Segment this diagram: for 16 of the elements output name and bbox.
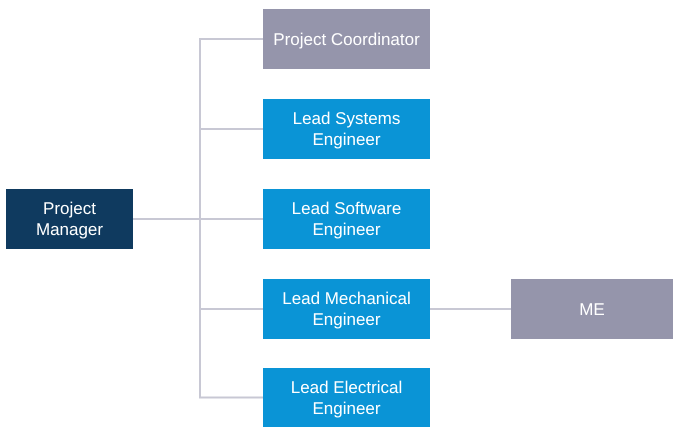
- role-title: Lead Electrical Engineer: [290, 376, 404, 418]
- role-box: [263, 9, 430, 69]
- role-box: [263, 368, 430, 427]
- role-title: Project Manager: [34, 198, 104, 240]
- connector-line: [133, 218, 263, 398]
- role-box: [263, 99, 430, 159]
- role-title: Lead Software Engineer: [290, 198, 402, 240]
- role-title: Lead Systems Engineer: [292, 108, 402, 150]
- role-title: Lead Mechanical Engineer: [281, 288, 412, 330]
- role-box: [511, 279, 673, 339]
- role-box: [263, 279, 430, 339]
- role-title: ME: [579, 298, 605, 320]
- role-title: Project Coordinator: [273, 28, 420, 50]
- role-box: [263, 189, 430, 249]
- connector-line: [430, 308, 511, 310]
- manager-box: [6, 189, 133, 249]
